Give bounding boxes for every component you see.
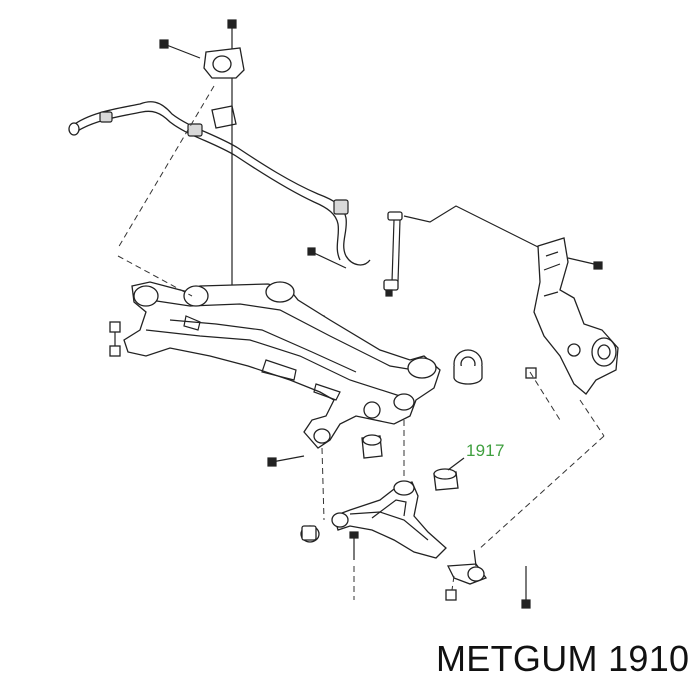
stabilizer-bar [68,101,371,266]
steering-knuckle [525,237,619,395]
subframe-crossmember [123,281,441,449]
stabilizer-bushing-clamp [159,19,245,300]
lower-control-arm [300,480,447,560]
bushing-1917 [433,457,465,491]
caption-brand-part: METGUM 1910 [436,638,690,679]
subframe-bushing [453,349,483,385]
stabilizer-link [383,205,541,297]
ball-joint [445,549,531,609]
lower-arm-bushing-center [361,434,383,459]
assembly-leader-lines [117,85,605,600]
part-number-callout: 1917 [466,441,505,460]
